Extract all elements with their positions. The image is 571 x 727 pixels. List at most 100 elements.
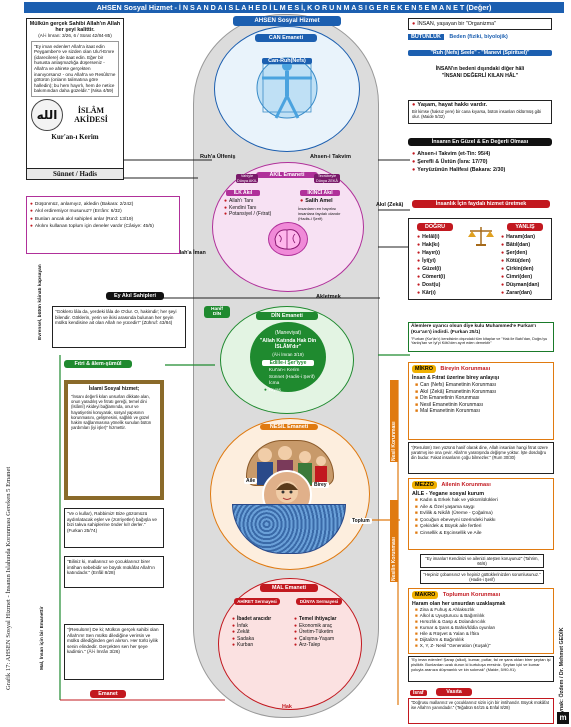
dunya-item: Arz-Talep [294, 642, 336, 649]
allah-calligraphy-icon: الله [31, 98, 63, 131]
en-guzel-tag: İnsanın En Güzel & En Değerli Olması [408, 138, 552, 146]
toplum-item: Zina & Fuhuş & Ahlaksızlık [415, 607, 547, 613]
toplum-title: Haram olan her unsurdan uzaklaşmak [412, 601, 506, 607]
ahiret-item: Kurban [232, 642, 271, 649]
edille-list: Kur'an-ı Kerim Sünnet (Hadis-i Şerif) İc… [264, 368, 315, 394]
page-title: AHSEN Sosyal Hizmet - İ N S A N D A I S … [24, 2, 564, 13]
akil-ayet-item: Akılını kullanan toplum için deneler var… [30, 223, 176, 230]
fitri-label: Fıtri & âlem-şümûl [64, 360, 132, 368]
toplum-item: X, Y, Z- Nesil "Generation (Kuşak)" [415, 643, 547, 649]
zuhruf-quote-box: "Göklerü lâla da, yerdeki lâla de O'dur.… [52, 306, 186, 348]
yanlis-item: Bâtıl(dan) [501, 241, 539, 249]
logo-icon: m [557, 712, 569, 724]
imran-quote-box: "(Resulüm!) De ki; Mülkün gerçek sahibi … [64, 624, 164, 680]
enfal-quote-box: "Biliniz ki, mallarınız ve çocuklarınız … [64, 556, 164, 588]
brain-icon [268, 222, 308, 256]
birey-korunmasi-label: Bireyin Korunması [440, 366, 491, 372]
dunya-label: DÜNYA Sermayesi [296, 598, 342, 605]
yanlis-item: Düşman(dan) [501, 281, 539, 289]
nesil-emaneti-label: NESİL Emaneti [260, 424, 318, 430]
salih-amel-label: Salih Amel [300, 198, 333, 204]
birey-item: Akıl (Zekâ) Emanetinin Korunması [415, 389, 547, 396]
ruh-nefs-label: "Ruh (Nefs) Seele" - "Manevi (Spirituel)… [408, 50, 552, 56]
ilk-akil-item: Allah'ı Tanı [224, 198, 271, 205]
toplum-item: Alkol & Uyuşturucu & Bağımlılık [415, 613, 547, 619]
vasita-tag: Vasıta [436, 688, 472, 696]
mikro-tag: MİKRO [412, 365, 436, 373]
en-guzel-list: Ahsen-i Takvim (et-Tin: 95/4) Şerefli & … [412, 150, 505, 174]
can-ruh-label: Can-Ruh(Nefs) [262, 58, 312, 64]
birey-list: Can (Nefs) Emanetinin Korunması Akıl (Ze… [409, 381, 553, 416]
aile-title: AİLE - Yegane sosyal kurum [412, 491, 485, 497]
birey-label: Birey [312, 482, 329, 488]
dunya-item: Ekonomik araç [294, 623, 336, 630]
din-inner-circle [250, 322, 326, 392]
beden-label: Beden (fiziki, biyolojik) [449, 34, 508, 40]
edille-item: Kıyas [264, 388, 315, 395]
toplum-label: Toplum [350, 518, 372, 524]
tahrim-quote-box: "Ey imanlar! Kendinizi ve ailenizi ateşt… [420, 554, 544, 568]
ilk-akil-label: İLK Akıl [226, 190, 260, 196]
fayda-tag: İnsanlık İçin faydalı hizmet üretmek [412, 200, 550, 208]
hizmet-text: "İnsanı değerli kılan unsurları dikkate … [71, 394, 152, 431]
dogru-item: Cömert(i) [417, 273, 445, 281]
ikinci-akil-label: İKİNCİ Akıl [300, 190, 340, 196]
dogru-list: Helâl(i) Hak(kı) Hayır(ı) İyi(yi) Güzel(… [417, 233, 445, 297]
hadis-quote-box: "Hepiniz çobansınız ve hepiniz güttükler… [420, 570, 544, 584]
yanlis-item: Kötü(den) [501, 257, 539, 265]
dunya-item: Temel ihtiyaçlar [294, 616, 336, 623]
ahiret-item: İbadet aracıdır [232, 616, 271, 623]
nesilin-korunmasi-vertical: Nesilin Korunması [390, 500, 398, 582]
edille-item: İcma [264, 381, 315, 388]
maneviyat-label: (Maneviyat) [274, 330, 302, 336]
dogru-item: İyi(yi) [417, 257, 445, 265]
en-guzel-item: Yeryüzünün Halifesi (Bakara: 2/30) [412, 166, 505, 174]
akil-ayet-box: Düşünmüz, anlamıyız, akledin (Bakara: 2/… [26, 196, 180, 254]
akil-sahipleri-tag: Ey Akıl Sahipleri [106, 292, 164, 300]
edille-label: Edille-i Şer'iyye [262, 360, 314, 366]
yanlis-item: Cimri(den) [501, 273, 539, 281]
toplum-box: MAKRO Toplumun Korunması Haram olan her … [408, 588, 554, 654]
insan-organizma-box: İNSAN, yaşayan bir "Organizma" [408, 18, 552, 30]
birey-item: Mal Emanetinin Korunması [415, 408, 547, 415]
edille-item: Sünnet (Hadis-i Şerif) [264, 375, 315, 382]
furkan-quote-box: "Ve o kullar), Rabbimiz! Bize gözümüzü a… [64, 508, 164, 548]
butunluk-label: BÜTÜNLÜK [408, 34, 444, 40]
aile-korunmasi-label: Ailenin Korunması [441, 482, 491, 488]
aile-item: Çekirdek & Büyük aile fertleri [415, 524, 547, 531]
aile-label: Aile [244, 478, 258, 484]
aile-item: Cinsellik & Eşcinsellik ve Aile [415, 531, 547, 538]
ilk-akil-item: Potansiyel / (Fıtrat) [224, 211, 271, 218]
butunluk-row: BÜTÜNLÜK Beden (fiziki, biyolojik) [408, 34, 552, 44]
edille-item: Kur'an-ı Kerim [264, 368, 315, 375]
dogru-item: Güzel(i) [417, 265, 445, 273]
hizmet-title: İslami Sosyal hizmet; [88, 386, 140, 392]
yanlis-item: Haram(dan) [501, 233, 539, 241]
ownership-ref: (Al-i İmran: 3/26, 6 / Sürat 42/84-85) [38, 33, 112, 38]
dogru-item: Kâr(ı) [417, 289, 445, 297]
quran-box: Mülkün gerçek Sahibi Allah'ın Allah her … [26, 18, 124, 170]
ahiret-list: İbadet aracıdır İnfak Zekât Sadaka Kurba… [232, 616, 271, 649]
dogru-item: Hayır(ı) [417, 249, 445, 257]
mal-emaneti-label: MAL Emaneti [260, 584, 318, 592]
aile-item: Çocuğun ebeveyni üzerindeki hakkı [415, 518, 547, 525]
dogru-yanlis-box: DOĞRU YANLIŞ Helâl(i) Hak(kı) Hayır(ı) İ… [408, 218, 552, 300]
nesil-korunmasi-vertical: Nesil Korunması [390, 380, 398, 462]
en-guzel-item: Ahsen-i Takvim (et-Tin: 95/4) [412, 150, 505, 158]
ahiret-item: Zekât [232, 629, 271, 636]
israf-label: İsraf [410, 690, 427, 696]
ahsen-banner: AHSEN Sosyal Hizmet [233, 16, 341, 26]
akil-ayet-item: Bunları ancak akıl sahipleri anlar (Ra'd… [30, 216, 176, 223]
ilk-akil-list: Allah'ı Tanı Kendini Tanı Potansiyel / (… [224, 198, 271, 218]
toplum-item: Kumar & Şans & Bahis/İddia oyunları [415, 625, 547, 631]
dogru-item: Helâl(i) [417, 233, 445, 241]
akide-line-2: AKİDESİ [74, 114, 108, 124]
dogru-item: Hak(kı) [417, 241, 445, 249]
mezzo-tag: MEZZO [412, 481, 437, 489]
dogru-label: DOĞRU [417, 223, 453, 231]
maide-quote-box: "Ey iman edenler! Şarap (alkol), kumar, … [408, 656, 554, 682]
akil-zeka-label: Akıl (Zekâ) [376, 202, 404, 208]
hak-label: Hak [282, 704, 292, 710]
degerli-line-1: İNSAN'ın bedeni dışındaki diğer hâli [435, 66, 525, 72]
